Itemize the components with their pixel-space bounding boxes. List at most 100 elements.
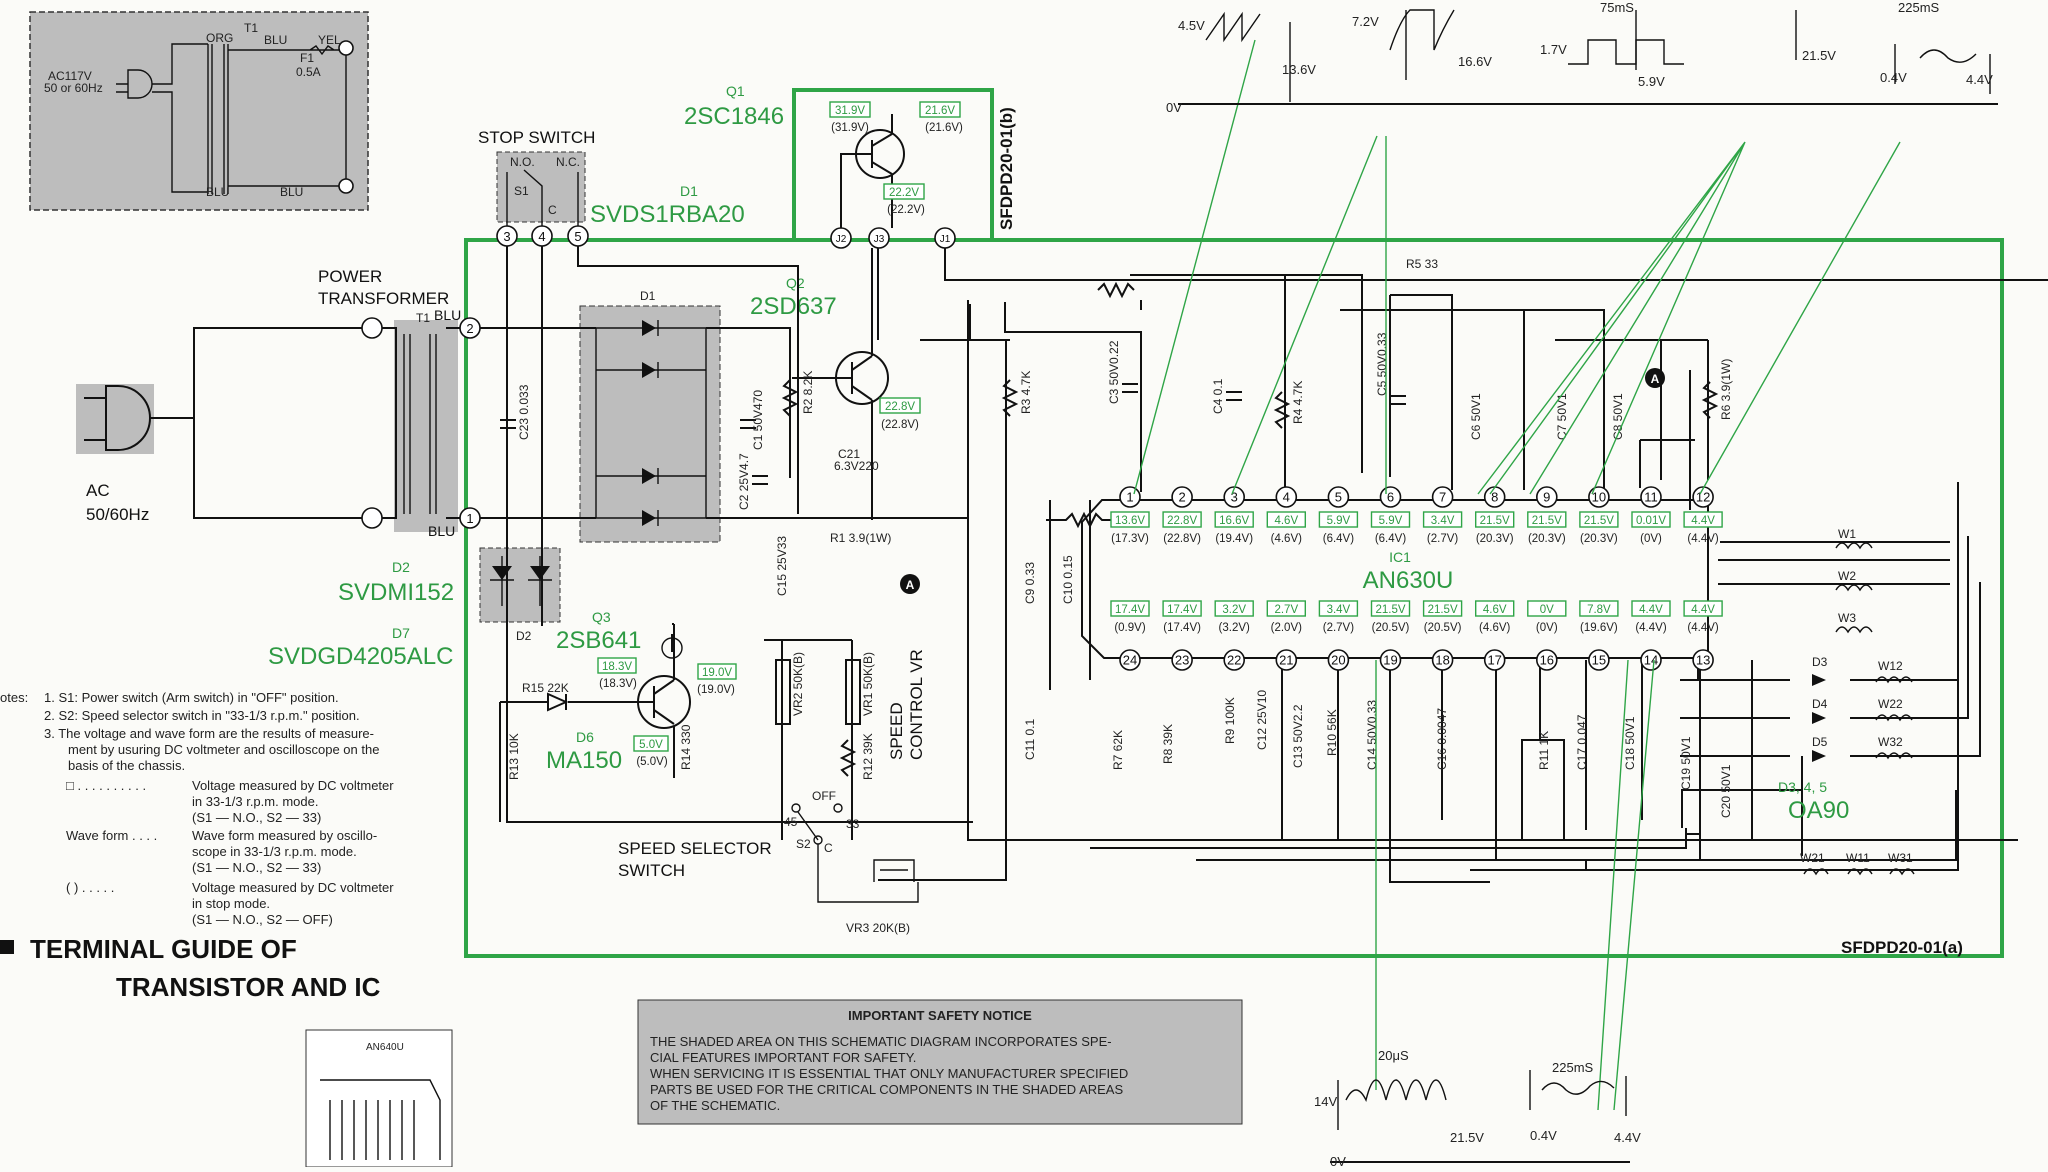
d6-part-number: MA150 xyxy=(546,747,622,774)
note-3a: 3. The voltage and wave form are the res… xyxy=(44,726,374,741)
measurement-notes: otes: 1. S1: Power switch (Arm switch) i… xyxy=(0,690,394,927)
c21-label: C21 xyxy=(838,447,860,461)
ic-voltage-box xyxy=(1266,600,1307,617)
ic-voltage-top: 4.4V xyxy=(1691,515,1715,527)
c20-label: C20 50V1 xyxy=(1719,764,1733,818)
c11-label: C11 0.1 xyxy=(1023,719,1037,760)
ic-voltage-box xyxy=(1266,511,1307,528)
ic-pin-number: 6 xyxy=(1387,490,1394,505)
note-3b: ment by usuring DC voltmeter and oscillo… xyxy=(68,742,379,757)
note-box-d1: Voltage measured by DC voltmeter xyxy=(192,778,394,793)
q3-voltage-b-stop: (19.0V) xyxy=(697,684,735,696)
board-b-outline xyxy=(792,88,994,242)
q1-voltage-c-stop: (22.2V) xyxy=(887,204,925,216)
wave2-amplitude: 7.2V xyxy=(1352,14,1379,29)
q3-label: Q3 xyxy=(592,609,611,625)
inset-fuse-rating: 0.5A xyxy=(296,65,321,79)
notes-lead: otes: xyxy=(0,690,28,705)
wave1-amplitude: 4.5V xyxy=(1178,18,1205,33)
c13-label: C13 50V2.2 xyxy=(1291,704,1305,768)
w12-label: W12 xyxy=(1878,659,1903,673)
stop-switch-nc: N.C. xyxy=(556,155,580,169)
wave5-time: 225mS xyxy=(1898,0,1940,15)
ic-voltage-box xyxy=(1110,511,1150,528)
ic-voltage-top: 21.5V xyxy=(1532,515,1562,527)
q1-voltage-b: 21.6V xyxy=(925,105,955,117)
ic-pin-circle xyxy=(1692,649,1714,671)
d1-inner-label: D1 xyxy=(640,289,656,303)
inset-ac-label: AC117V xyxy=(48,69,92,83)
c9-label: C9 0.33 xyxy=(1023,562,1037,604)
ic-pin-circle xyxy=(1588,649,1610,671)
power-input-inset: AC117V 50 or 60Hz T1 ORG BLU YEL F1 0.5A… xyxy=(29,11,369,211)
terminal-guide-chip: AN640U xyxy=(366,1042,404,1053)
c6-label: C6 50V1 xyxy=(1469,393,1483,440)
ic-voltage-box xyxy=(1683,600,1723,617)
q3-voltage-c-stop: (5.0V) xyxy=(636,756,667,768)
q2-voltage: 22.8V xyxy=(885,401,915,413)
d7-part-number: SVDGD4205ALC xyxy=(268,643,453,670)
ic-pin-circle xyxy=(1171,486,1193,508)
ac-plug xyxy=(76,327,370,519)
wave6-amplitude: 14V xyxy=(1314,1094,1337,1109)
wave-zero: 0V xyxy=(1166,100,1182,115)
terminal-guide: TERMINAL GUIDE OF TRANSISTOR AND IC AN64… xyxy=(0,934,453,1168)
wave3-amplitude: 1.7V xyxy=(1540,42,1567,57)
ic-pin-number: 24 xyxy=(1123,653,1137,668)
transformer-blu-bottom: BLU xyxy=(428,523,455,539)
q3-voltage-b: 19.0V xyxy=(702,667,732,679)
ic-pin-circle xyxy=(1171,649,1193,671)
ic-voltage-top: 21.5V xyxy=(1584,515,1614,527)
vr2-label: VR2 50K(B) xyxy=(791,652,805,716)
d4-label: D4 xyxy=(1812,697,1828,711)
ic-pin-number: 5 xyxy=(1335,490,1342,505)
vr1-label: VR1 50K(B) xyxy=(861,652,875,716)
note-2: 2. S2: Speed selector switch in "33-1/3 … xyxy=(44,708,360,723)
c23-label: C23 0.033 xyxy=(517,384,531,440)
c7-label: C7 50V1 xyxy=(1555,393,1569,440)
w2-label: W2 xyxy=(1838,569,1856,583)
stop-switch-no: N.O. xyxy=(510,155,535,169)
ic-pin-circle xyxy=(1275,649,1298,671)
d7-label: D7 xyxy=(392,625,410,641)
ic-voltage-box xyxy=(1162,511,1202,528)
ic-pin-number: 1 xyxy=(1126,490,1133,505)
ic-pin-number: 8 xyxy=(1491,490,1498,505)
ic-voltage-stop-bottom: (19.6V) xyxy=(1580,622,1618,634)
stop-switch-s1: S1 xyxy=(514,184,529,198)
ic-voltage-box xyxy=(1683,511,1723,528)
note-wave-d2: scope in 33-1/3 r.p.m. mode. xyxy=(192,844,357,859)
ic-voltage-box xyxy=(1579,511,1619,528)
ic1-label: IC1 xyxy=(1389,549,1411,565)
r1-label: R1 3.9(1W) xyxy=(830,531,891,545)
ic-voltage-box xyxy=(1110,600,1150,617)
q1-part-number: 2SC1846 xyxy=(684,103,784,130)
ic-voltage-stop-bottom: (4.6V) xyxy=(1479,622,1510,634)
ic-pin-number: 2 xyxy=(1178,490,1185,505)
safety-line-4: PARTS BE USED FOR THE CRITICAL COMPONENT… xyxy=(650,1082,1123,1097)
ic-pin-circle xyxy=(1483,649,1506,671)
ic-pin-number: 15 xyxy=(1592,653,1606,668)
stop-switch-c: C xyxy=(548,203,557,217)
c18-label: C18 50V1 xyxy=(1623,716,1637,770)
q3-part-number: 2SB641 xyxy=(556,627,641,654)
d345-part-number: OA90 xyxy=(1788,797,1849,824)
ic-voltage-top: 13.6V xyxy=(1115,515,1145,527)
ic-voltage-box xyxy=(1527,511,1567,528)
c16-label: C16 0.0047 xyxy=(1435,708,1449,770)
wave6-dc: 21.5V xyxy=(1450,1130,1484,1145)
ic-voltage-stop-top: (4.6V) xyxy=(1271,533,1302,545)
ic-voltage-box xyxy=(1631,511,1671,528)
r12-label: R12 39K xyxy=(861,733,875,780)
wave3-time: 75mS xyxy=(1600,0,1634,15)
ic-voltage-box xyxy=(1214,600,1254,617)
ic-voltage-top: 5.9V xyxy=(1379,515,1403,527)
wave3-dc: 5.9V xyxy=(1638,74,1665,89)
safety-line-3: WHEN SERVICING IT IS ESSENTIAL THAT ONLY… xyxy=(650,1066,1128,1081)
ic-voltage-box xyxy=(1422,600,1463,617)
speed-s2: S2 xyxy=(796,837,811,851)
ic-voltage-top: 5.9V xyxy=(1327,515,1351,527)
note-box-d3: (S1 — N.O., S2 — 33) xyxy=(192,810,321,825)
ic-voltage-stop-top: (19.4V) xyxy=(1215,533,1253,545)
